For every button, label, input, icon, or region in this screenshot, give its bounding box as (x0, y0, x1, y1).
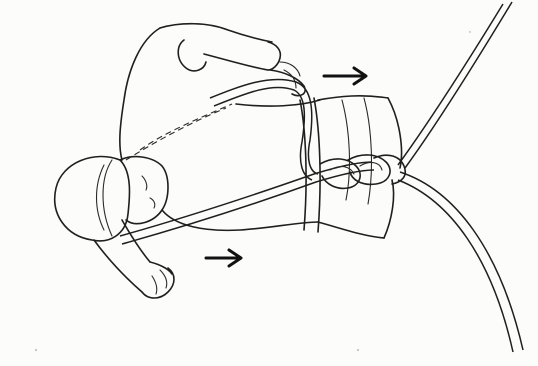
figure-eight-knot (320, 155, 405, 188)
helmet (55, 156, 130, 240)
climber-upper-arm (178, 40, 305, 96)
climbing-rope-bottom (400, 172, 523, 350)
paper-specks (35, 31, 470, 351)
climbing-rope-top-inner (398, 4, 503, 165)
climber-head (120, 157, 168, 224)
climbing-rope-bottom-inner (398, 180, 513, 352)
climbing-rope-top (405, 2, 512, 168)
rope-around-body (120, 79, 374, 244)
arrow-right-icon (206, 250, 241, 266)
arrow-right-icon (324, 68, 366, 84)
climber-torso (120, 24, 320, 231)
